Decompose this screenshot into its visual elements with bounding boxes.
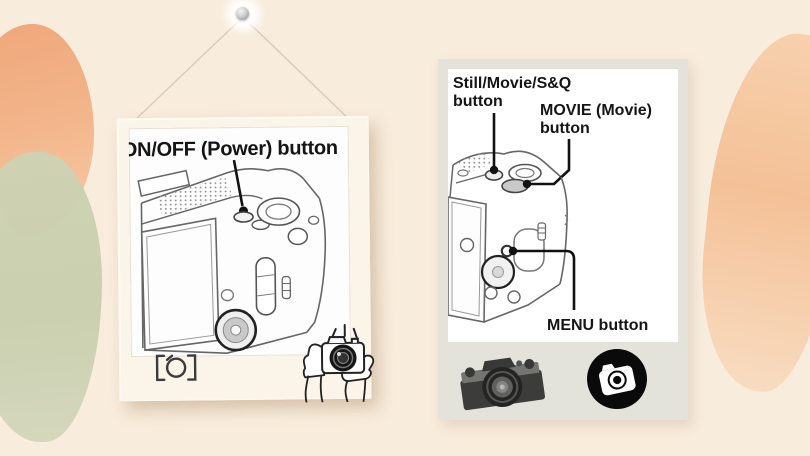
green-brush-stroke — [0, 152, 102, 442]
still-movie-sq-label: Still/Movie/S&Q button — [453, 75, 572, 110]
peach-brush-stroke — [689, 26, 810, 398]
menu-pointer-line — [513, 249, 576, 310]
hands-holding-camera-icon — [302, 323, 375, 403]
camera-diagram-buttons: Still/Movie/S&Q button MOVIE (Movie) but… — [448, 69, 678, 342]
camera-badge-icon — [587, 349, 647, 409]
movie-button-label: MOVIE (Movie) button — [540, 102, 653, 137]
vintage-slr-camera-photo — [460, 357, 545, 411]
lcd-screen-outline — [140, 217, 220, 351]
power-pointer-line — [232, 159, 244, 207]
bracketed-camera-icon — [155, 354, 197, 382]
camera-diagram-power: ON/OFF (Power) button — [128, 125, 352, 358]
camera-guide-panel: Still/Movie/S&Q button MOVIE (Movie) but… — [438, 59, 688, 420]
viewfinder-outline — [137, 169, 191, 197]
menu-button-label: MENU button — [547, 317, 649, 334]
hanging-polaroid-photo: ON/OFF (Power) button — [116, 115, 375, 403]
power-button-illustration — [233, 211, 254, 223]
speaker-grille-dots — [155, 177, 233, 217]
camera-top-back-illustration — [448, 113, 576, 323]
mic-grille-dots — [458, 151, 491, 175]
camera-back-illustration — [137, 159, 327, 354]
push-pin-icon — [236, 7, 249, 20]
